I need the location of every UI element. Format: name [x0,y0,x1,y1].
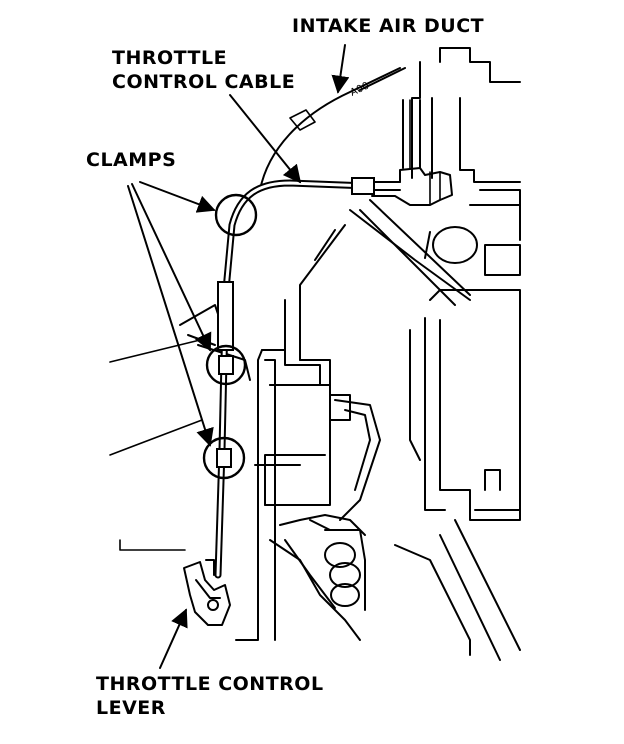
clamp-arrow-middle [131,183,212,352]
clamp-middle [205,344,247,386]
throttle-cable-arrow [229,94,302,184]
engine-block [109,47,521,661]
clamp-top [214,193,258,237]
label-clamps: CLAMPS [86,149,176,171]
throttle-control-lever [183,559,231,626]
label-throttle-control-lever-line2: LEVER [96,697,166,719]
intake-air-duct-arrow [331,44,350,94]
label-throttle-control-lever-line1: THROTTLE CONTROL [96,673,324,695]
throttle-control-cable [214,177,401,579]
label-intake-air-duct: INTAKE AIR DUCT [292,15,484,37]
label-throttle-control-cable-line1: THROTTLE [112,47,227,69]
leader-arrows [127,44,350,669]
label-throttle-control-cable-line2: CONTROL CABLE [112,71,295,93]
clamp-arrow-bottom [127,185,214,447]
clamp-arrow-top [139,181,216,213]
throttle-lever-arrow [159,608,188,669]
clamp-bottom [202,436,246,480]
